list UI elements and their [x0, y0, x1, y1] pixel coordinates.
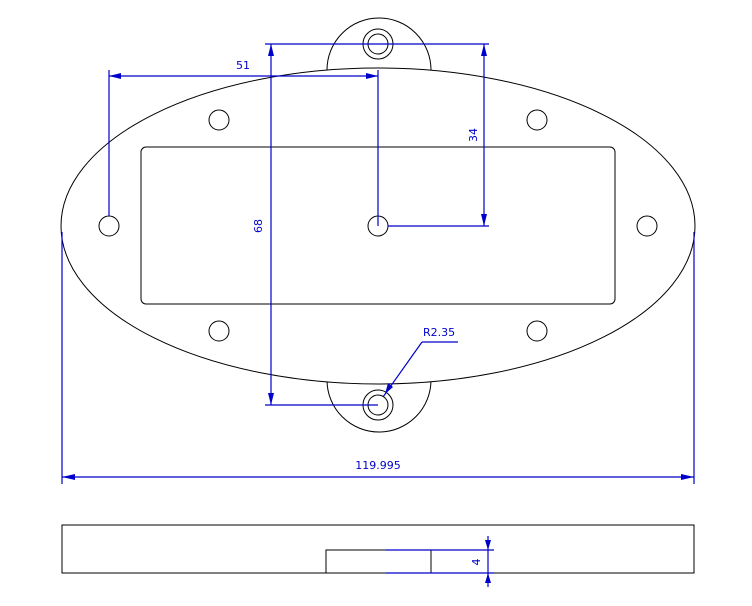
dimension-68-label: 68 — [252, 219, 265, 233]
dimension-119995: 119.995 — [61, 232, 695, 484]
hole-lower-left — [208, 320, 230, 342]
hole-upper-right — [526, 109, 548, 131]
dimension-radius: R2.35 — [382, 326, 458, 398]
top-lug-outline — [326, 17, 432, 71]
hole-lower-right — [526, 320, 548, 342]
bottom-lug-outline — [326, 379, 432, 433]
dimension-119995-label: 119.995 — [355, 459, 401, 472]
hole-upper-left — [208, 109, 230, 131]
dimension-radius-label: R2.35 — [423, 326, 455, 339]
dimension-34: 34 — [378, 43, 489, 227]
dimension-34-label: 34 — [467, 128, 480, 142]
dimension-51-label: 51 — [236, 59, 250, 72]
dimension-4: 4 — [386, 536, 494, 587]
dimension-68: 68 — [252, 43, 378, 406]
dimension-51: 51 — [108, 59, 379, 226]
dimension-4-label: 4 — [470, 559, 483, 566]
hole-right — [636, 215, 658, 237]
side-profile — [61, 524, 695, 574]
side-recess — [325, 549, 432, 573]
side-view — [61, 524, 695, 574]
